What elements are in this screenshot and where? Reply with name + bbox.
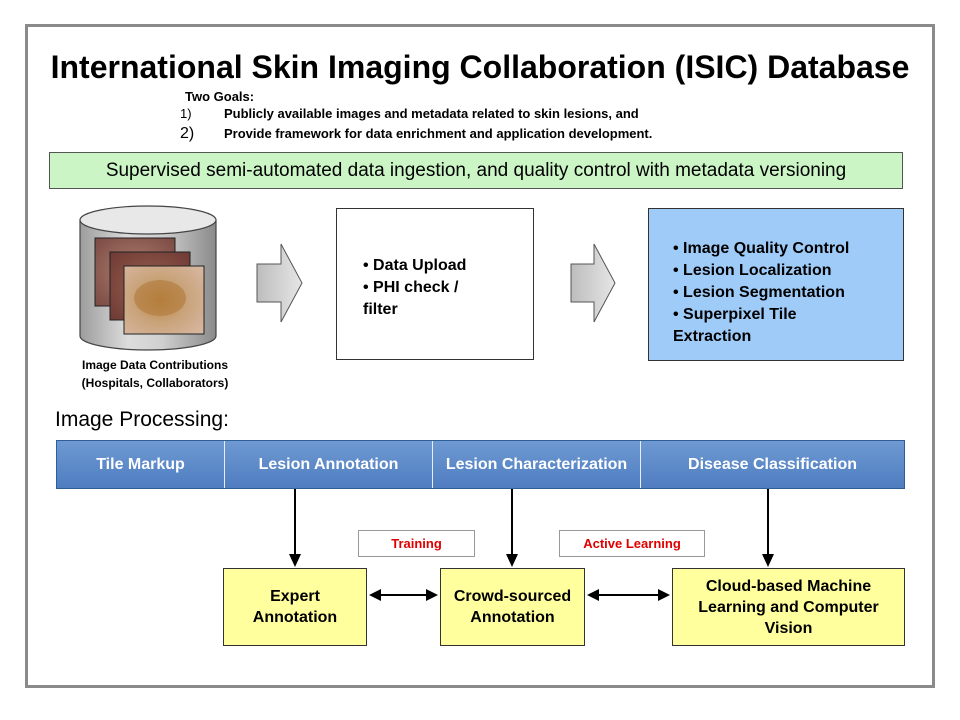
upload-item: filter [363, 301, 398, 318]
qc-item: • Superpixel Tile [673, 306, 797, 323]
crowd-line: Crowd-sourced [453, 588, 572, 605]
quality-control-box: • Image Quality Control • Lesion Localiz… [648, 208, 904, 361]
crowd-line: Annotation [470, 609, 555, 626]
expert-annotation-box: Expert Annotation [223, 568, 367, 646]
goal-text: Provide framework for data enrichment an… [224, 126, 653, 141]
training-tag: Training [358, 530, 475, 557]
expert-line: Annotation [252, 609, 338, 626]
goals-heading: Two Goals: [185, 89, 255, 104]
flow-arrow [256, 243, 303, 323]
diagram-frame [25, 24, 935, 688]
crowd-annotation-box: Crowd-sourced Annotation [440, 568, 585, 646]
contributions-line: (Hospitals, Collaborators) [81, 376, 229, 390]
cloud-line: Learning and Computer [698, 598, 879, 616]
goal-text: Publicly available images and metadata r… [224, 106, 639, 121]
stage-lesion-annotation: Lesion Annotation [225, 441, 433, 488]
qc-item: Extraction [673, 328, 752, 345]
contributions-line: Image Data Contributions [81, 358, 228, 372]
goal-item: 1) Publicly available images and metadata… [180, 106, 639, 121]
cloud-ml-box: Cloud-based Machine Learning and Compute… [672, 568, 905, 646]
goal-number: 1) [180, 106, 192, 121]
data-upload-box: • Data Upload • PHI check / filter [336, 208, 534, 360]
cloud-line: Vision [764, 619, 813, 637]
qc-item: • Image Quality Control [673, 240, 850, 257]
qc-item: • Lesion Localization [673, 262, 832, 279]
goal-item: 2) Provide framework for data enrichment … [180, 125, 652, 143]
connector-arrowheads [289, 554, 774, 601]
upload-item: • PHI check / [363, 279, 459, 296]
image-processing-label: Image Processing: [55, 408, 229, 431]
qc-item: • Lesion Segmentation [673, 284, 845, 301]
flow-arrow [570, 243, 616, 323]
goal-number: 2) [180, 125, 195, 142]
skin-image-stack [94, 237, 205, 335]
page-title: International Skin Imaging Collaboration… [50, 49, 910, 85]
expert-line: Expert [270, 588, 320, 605]
contributions-label: Image Data Contributions (Hospitals, Col… [60, 356, 250, 392]
ingestion-banner: Supervised semi-automated data ingestion… [49, 152, 903, 189]
stage-disease-classification: Disease Classification [641, 441, 904, 488]
processing-pipeline: Tile Markup Lesion Annotation Lesion Cha… [56, 440, 905, 489]
stage-lesion-characterization: Lesion Characterization [433, 441, 641, 488]
cloud-line: Cloud-based Machine [705, 577, 872, 595]
active-learning-tag: Active Learning [559, 530, 705, 557]
stage-tile-markup: Tile Markup [57, 441, 225, 488]
upload-item: • Data Upload [363, 257, 467, 274]
